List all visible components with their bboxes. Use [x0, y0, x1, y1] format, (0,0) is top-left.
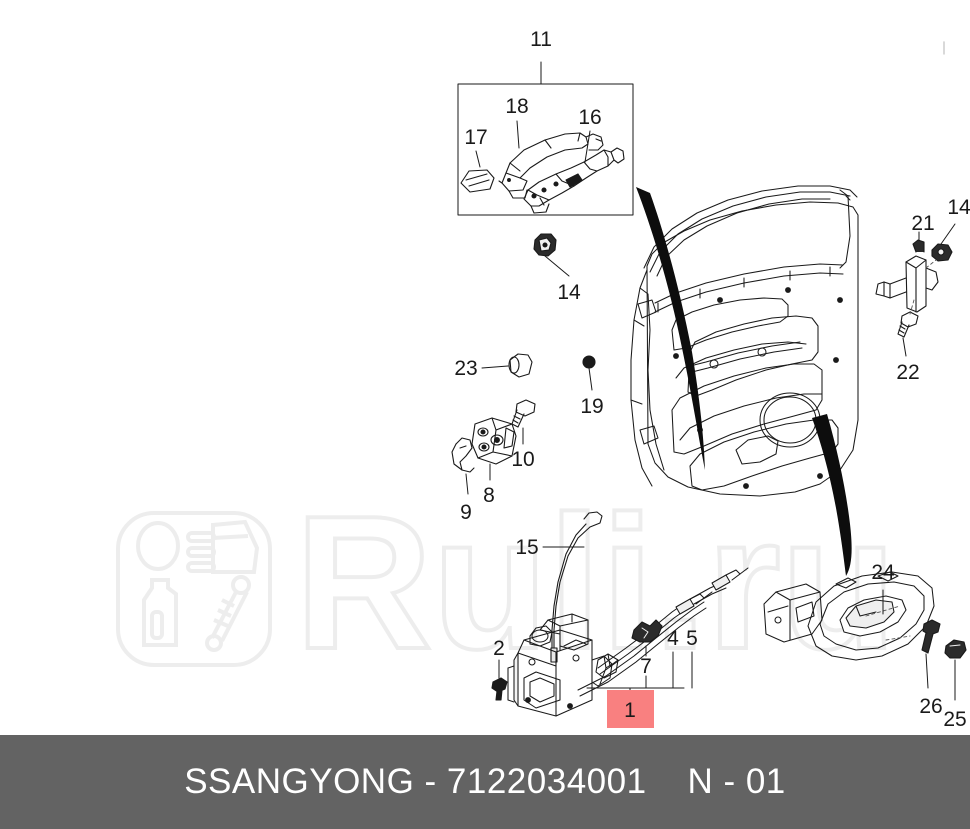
part-10-bolt: [511, 399, 536, 428]
weatherstrip-left: [636, 187, 705, 470]
callout-11: 11: [530, 28, 552, 51]
part-8-striker: [471, 417, 517, 465]
callout-5: 5: [686, 627, 698, 650]
leader-19: [588, 367, 593, 391]
callout-14: 14: [557, 281, 581, 304]
assembly-dash-22: [909, 299, 915, 315]
callout-25: 25: [943, 708, 966, 731]
part-14b-nut: [931, 243, 953, 262]
technical-illustration: 11 18 16 17 14 19 23 10 8 9 21 14 22 15 …: [451, 28, 970, 731]
callout-7: 7: [640, 655, 652, 678]
part-17-end-cap: [460, 169, 495, 193]
leader-14b: [940, 223, 956, 245]
part-19-pin: [582, 355, 596, 369]
part-7-cable-clip: [631, 619, 663, 643]
callout-26: 26: [919, 695, 942, 718]
callout-14b: 14: [947, 196, 970, 219]
leader-9: [465, 473, 469, 495]
part-9-clip: [451, 437, 475, 473]
leader-16: [584, 130, 591, 163]
leader-23: [481, 365, 509, 369]
footer-part-number-text: SSANGYONG - 7122034001 N - 01: [184, 762, 786, 801]
part-25-cap: [944, 639, 967, 659]
callout-10: 10: [511, 448, 534, 471]
leader-26: [925, 653, 929, 689]
part-18-handle-grip: [498, 132, 604, 199]
part-14-grommet: [533, 233, 557, 257]
highlight-box-part-1[interactable]: [607, 690, 654, 728]
part-1-latch-assembly: [507, 613, 613, 717]
callout-17: 17: [464, 126, 487, 149]
leader-17: [475, 150, 481, 168]
callout-24: 24: [871, 561, 895, 584]
assembly-dash-14b: [925, 259, 937, 269]
callout-1: 1: [624, 699, 636, 722]
callout-23: 23: [454, 357, 477, 380]
part-16-handle-base: [523, 147, 625, 214]
leader-18: [516, 120, 520, 149]
callout-18: 18: [505, 95, 528, 118]
part-24-inner-handle: [763, 571, 935, 661]
callout-9: 9: [460, 501, 472, 524]
callout-15: 15: [515, 536, 538, 559]
callout-16: 16: [578, 106, 601, 129]
callout-8: 8: [483, 484, 495, 507]
callout-bracket-group: [586, 651, 693, 695]
part-22-screw: [897, 311, 919, 338]
part-2-screw: [491, 677, 508, 701]
callout-4: 4: [667, 627, 679, 650]
part-4-5-cables: [577, 567, 749, 697]
callout-labels: 11 18 16 17 14 19 23 10 8 9 21 14 22 15 …: [454, 28, 970, 731]
callout-2: 2: [493, 637, 505, 660]
footer-bar: SSANGYONG - 7122034001 N - 01: [0, 735, 970, 829]
callout-21: 21: [911, 212, 934, 235]
part-23-bushing: [508, 353, 533, 378]
weatherstrip-right: [812, 414, 852, 576]
callout-19: 19: [580, 395, 603, 418]
part-26-screw: [921, 619, 941, 654]
part-21-door-check: [875, 239, 939, 313]
diagram-area: Ruli.ru: [116, 28, 970, 731]
part-15-lock-rod: [550, 511, 603, 663]
outer-handle-inset-box: [457, 83, 634, 216]
callout-22: 22: [896, 361, 919, 384]
leader-22: [902, 337, 907, 357]
leader-14: [544, 255, 570, 277]
